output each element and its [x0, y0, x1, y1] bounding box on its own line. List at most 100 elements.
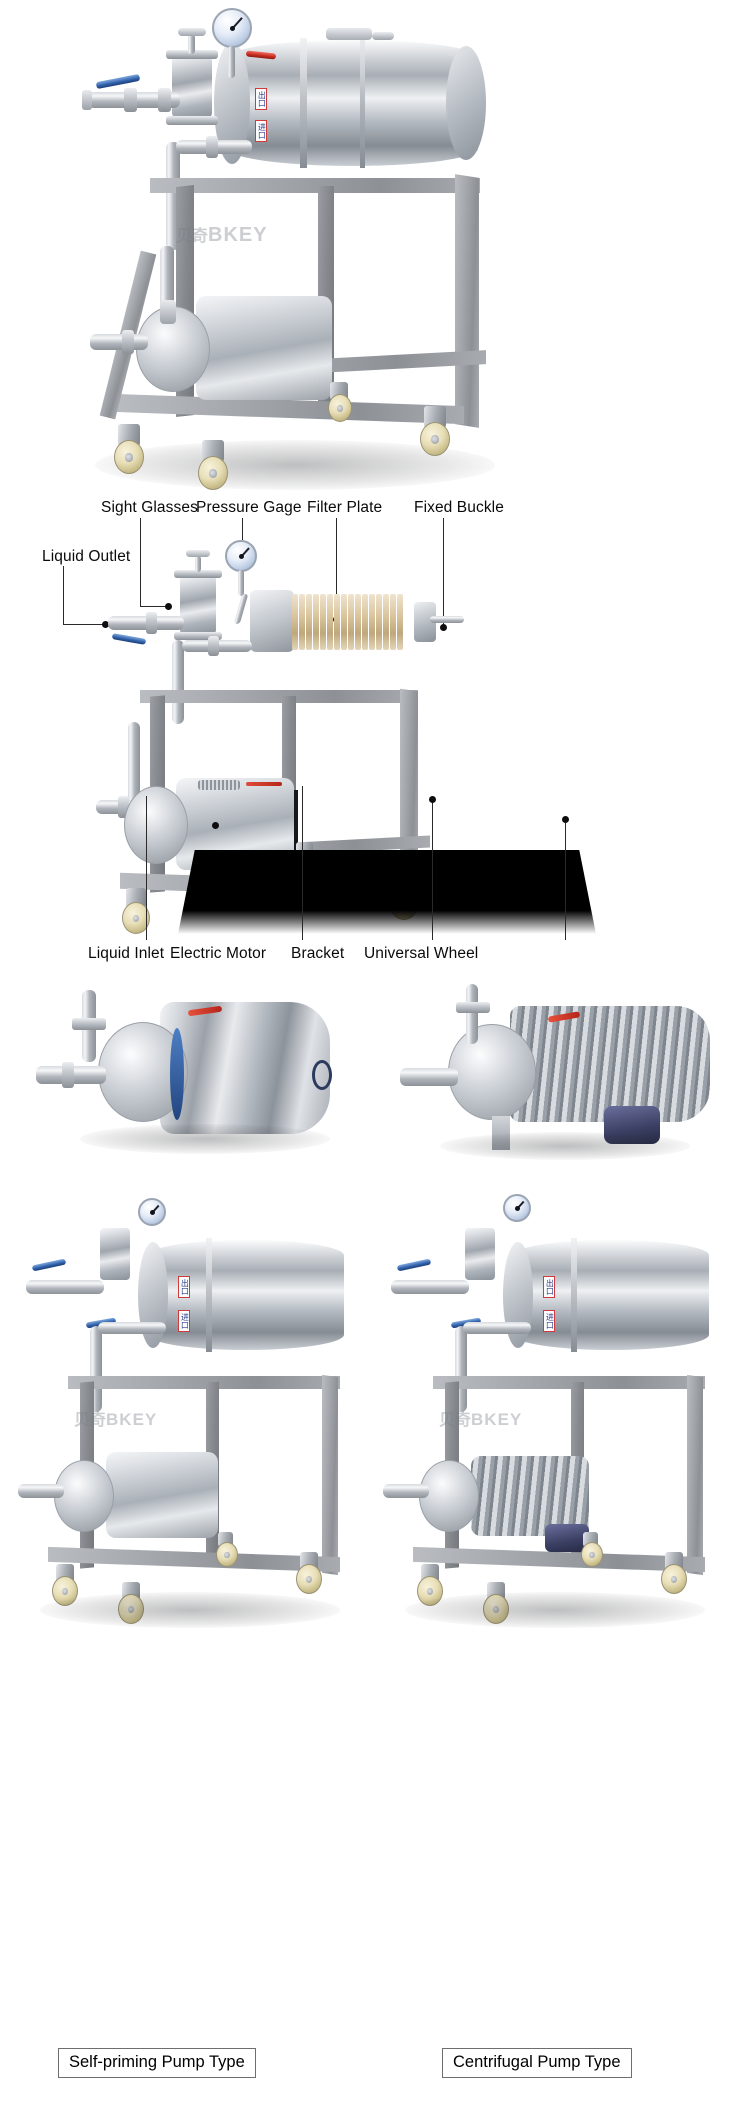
filter-plate-item: [355, 594, 361, 650]
leader-filter-plate: [336, 518, 337, 618]
unit1-caster-wheel-mid: [118, 1594, 144, 1624]
pump-shadow-left: [80, 1124, 330, 1154]
unit1-outlet-pipe: [26, 1280, 104, 1294]
sight-glass-housing: [172, 56, 212, 118]
unit2-frame-right: [687, 1374, 703, 1576]
gallery-item-pump-self-priming[interactable]: [20, 980, 375, 1165]
diagram-motor-cable: [294, 790, 298, 862]
unit2-caster-wheel-back: [581, 1542, 603, 1567]
vessel-band-1: [300, 38, 307, 168]
unit2-port-tag-outlet: 出口: [543, 1276, 556, 1298]
caption-self-priming-pump-type: Self-priming Pump Type: [58, 2048, 256, 2078]
diagram-gauge-hub: [238, 553, 244, 559]
pump2-volute: [448, 1024, 536, 1120]
port-tag-outlet: 出口: [255, 88, 268, 110]
caster-wheel-right: [420, 422, 450, 456]
gauge-stem: [228, 46, 235, 78]
filter-plate-item: [390, 594, 396, 650]
unit1-frame-right: [322, 1374, 338, 1576]
brand-watermark-hero: 贝奇BKEY: [176, 222, 268, 247]
gauge-hub: [229, 25, 235, 31]
dot-liquid-outlet: [102, 621, 109, 628]
pump2-top-pipe: [466, 984, 478, 1044]
pump-motor-housing: [196, 296, 332, 400]
diagram-outlet-valve-handle: [111, 633, 147, 645]
leader-liquid-inlet: [146, 796, 147, 940]
gallery-item-pump-centrifugal[interactable]: [400, 980, 740, 1165]
label-liquid-outlet: Liquid Outlet: [42, 548, 131, 565]
pump2-inlet-pipe: [400, 1068, 458, 1086]
diagram-buckle-rod: [430, 616, 464, 623]
vessel-top-latch: [326, 28, 372, 40]
unit2-caster-wheel-mid: [483, 1594, 509, 1624]
leader-universal-wheel: [565, 820, 566, 940]
diagram-housing-knob: [186, 550, 210, 557]
unit1-motor: [106, 1452, 218, 1538]
pump-suction-clamp: [122, 330, 134, 354]
unit1-port-tag-inlet: 进口: [178, 1310, 191, 1332]
diagram-housing-bot-flange: [174, 632, 222, 640]
filter-plate-item: [306, 594, 312, 650]
diagram-gauge-stem: [238, 570, 244, 596]
upper-blue-handle-valve: [95, 73, 141, 90]
unit1-gauge-hub: [149, 1209, 155, 1215]
diagram-pump-head: [124, 786, 188, 864]
unit1-frame-bottom: [48, 1546, 340, 1573]
unit2-outlet-pipe: [391, 1280, 469, 1294]
filter-plate-item: [341, 594, 347, 650]
diagram-riser-clamp: [208, 636, 219, 656]
unit1-sight-housing: [100, 1228, 130, 1280]
unit2-outlet-valve: [396, 1258, 432, 1272]
unit2-suction: [383, 1484, 429, 1498]
leader-fixed-buckle: [443, 518, 444, 626]
filter-plate-item: [348, 594, 354, 650]
filter-plate-item: [334, 594, 340, 650]
unit2-motor: [471, 1456, 589, 1536]
diagram-ground-shadow: [178, 850, 596, 934]
unit2-sight-housing: [465, 1228, 495, 1280]
label-universal-wheel: Universal Wheel: [364, 945, 479, 962]
brand-watermark-unit2: 贝奇BKEY: [439, 1406, 522, 1430]
vessel-far-cap: [446, 46, 486, 160]
label-electric-motor: Electric Motor: [170, 945, 267, 962]
gallery-item-unit-centrifugal[interactable]: 出口 进口: [375, 1180, 740, 2035]
diagram-inlet-clamp: [118, 796, 129, 818]
unit2-frame-top: [433, 1376, 705, 1389]
pressure-gauge: [212, 8, 252, 48]
diagram-motor-fins: [198, 780, 240, 790]
caster-wheel-mid: [198, 456, 228, 490]
pump-clamp-top: [72, 1018, 106, 1030]
unit2-shadow: [405, 1592, 705, 1628]
unit1-shadow: [40, 1592, 340, 1628]
label-filter-plate: Filter Plate: [307, 499, 383, 516]
pump2-clamp-top: [456, 1002, 490, 1013]
label-fixed-buckle: Fixed Buckle: [414, 499, 504, 516]
brand-watermark-unit2-cn: 贝奇: [439, 1412, 472, 1429]
label-sight-glasses: Sight Glasses: [101, 499, 198, 516]
leader-electric-motor: [302, 786, 303, 940]
riser-to-pump: [160, 246, 174, 310]
diagram-gauge-elbow: [233, 594, 249, 624]
dot-sight-glasses: [165, 603, 172, 610]
unit1-outlet-valve: [31, 1258, 67, 1272]
diagram-inlet-riser: [128, 722, 140, 804]
pump2-junction-box: [604, 1106, 660, 1144]
label-pressure-gage: Pressure Gage: [196, 499, 302, 516]
dot-universal-wheel: [562, 816, 569, 823]
leader-liquid-outlet-h: [63, 624, 105, 625]
unit1-pump-head: [54, 1460, 114, 1532]
diagram-housing-top-flange: [174, 570, 222, 578]
diagram-filter-head: [250, 590, 294, 652]
diagram-pressure-gauge: [225, 540, 257, 572]
housing-vent-knob: [178, 28, 206, 36]
leader-sight-glasses-h: [140, 606, 168, 607]
filter-vessel: [228, 40, 478, 166]
filter-plate-item: [292, 594, 298, 650]
gallery-item-unit-self-priming[interactable]: 出口 进口: [10, 1180, 375, 2035]
filter-plate-item: [376, 594, 382, 650]
brand-watermark-unit1-latin: BKEY: [106, 1410, 158, 1429]
unit1-caster-wheel-right: [296, 1564, 322, 1594]
filter-plate-item: [383, 594, 389, 650]
unit2-port-tag-inlet: 进口: [543, 1310, 556, 1332]
filter-plate-item: [320, 594, 326, 650]
